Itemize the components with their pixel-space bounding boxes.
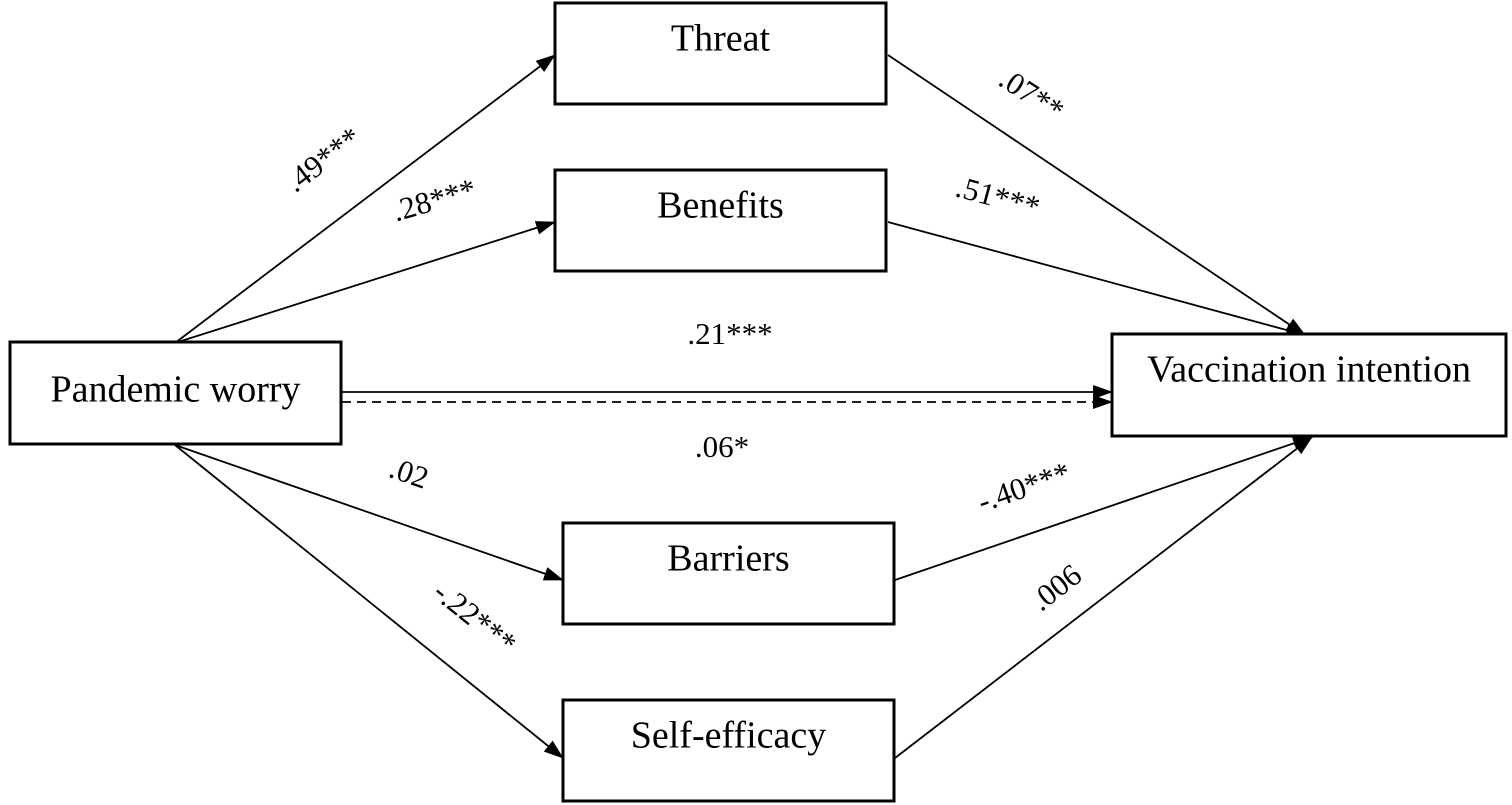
node-threat-label: Threat (671, 18, 771, 60)
coef-benefits-intention: .51*** (952, 169, 1043, 225)
coef-threat-intention: .07** (993, 60, 1071, 127)
node-benefits: Benefits (553, 168, 888, 273)
edge-benefits-intention (887, 221, 1306, 337)
node-benefits-label: Benefits (657, 185, 784, 227)
coef-self-efficacy-intention: .006 (1024, 557, 1088, 618)
edge-worry-self-efficacy (174, 444, 564, 759)
coef-worry-benefits: .28*** (388, 171, 480, 228)
node-pandemic-worry: Pandemic worry (8, 340, 343, 446)
coef-worry-self-efficacy: -.22*** (427, 574, 523, 661)
node-vaccination-intention-label: Vaccination intention (1147, 349, 1471, 391)
coef-worry-barriers: .02 (385, 450, 433, 496)
coef-barriers-intention: -.40*** (973, 455, 1075, 519)
edge-worry-barriers (174, 444, 564, 581)
node-barriers: Barriers (561, 521, 896, 626)
edge-worry-benefits (174, 221, 556, 344)
node-self-efficacy-label: Self-efficacy (631, 715, 827, 757)
node-barriers-label: Barriers (667, 538, 789, 580)
coef-worry-intention-total: .21*** (687, 316, 772, 351)
edge-barriers-intention (894, 436, 1313, 581)
coef-worry-threat: .49*** (278, 120, 367, 199)
node-pandemic-worry-label: Pandemic worry (50, 369, 300, 411)
edge-self-efficacy-intention (894, 436, 1313, 759)
edge-threat-intention (887, 54, 1306, 336)
edge-worry-threat (174, 54, 556, 344)
coef-worry-intention-direct: .06* (695, 429, 749, 464)
node-vaccination-intention: Vaccination intention (1110, 332, 1508, 438)
node-self-efficacy: Self-efficacy (561, 698, 896, 803)
node-threat: Threat (553, 1, 888, 106)
